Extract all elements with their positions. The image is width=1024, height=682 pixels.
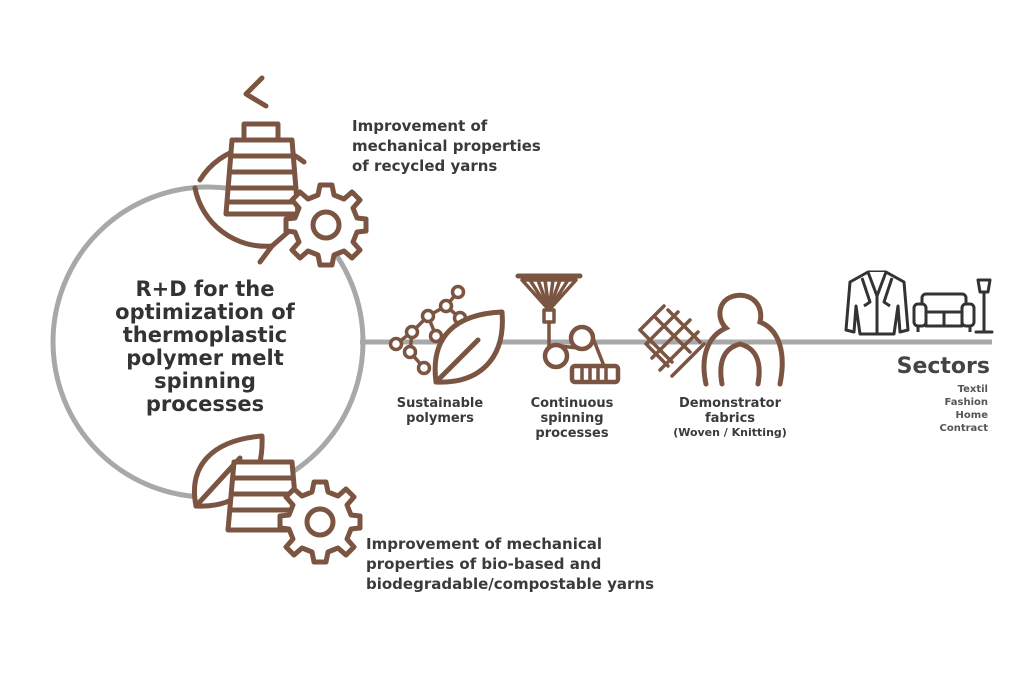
step-label-line: spinning [540,411,604,426]
center-title: R+D for the optimization of thermoplasti… [100,278,310,416]
recycled-yarns-note: Improvement of mechanical properties of … [352,116,541,176]
gear-icon [283,182,369,268]
yarn-cone-icon [223,121,301,217]
center-title-line: thermoplastic [122,323,288,347]
spinning-machine-icon [515,273,621,385]
step-label-line: Sustainable [396,396,484,411]
sectors-title: Sectors [896,354,990,379]
bio-gear-icon [277,479,363,565]
step-demonstrator-fabrics: Demonstrator fabrics (Woven / Knitting) [660,396,800,440]
sofa-icon [912,292,976,332]
sectors-list: Textil Fashion Home Contract [940,383,989,435]
step-label-line: Continuous [530,396,614,411]
note-line: mechanical properties [352,137,541,155]
sector-item: Textil [957,384,988,395]
step-label-line: fabrics [704,411,756,426]
center-title-line: processes [145,392,265,416]
molecule-leaf-icon [388,284,505,385]
step-label-line: Demonstrator [678,396,782,411]
step-sustainable-polymers: Sustainable polymers [388,396,492,426]
note-line: properties of bio-based and [366,555,602,573]
sector-item: Contract [939,423,989,434]
center-title-line: R+D for the [135,277,275,301]
center-title-line: polymer melt [126,346,284,370]
sector-item: Home [955,410,988,421]
center-title-line: optimization of [115,300,295,324]
bio-based-yarns-note: Improvement of mechanical properties of … [366,534,654,594]
step-continuous-spinning: Continuous spinning processes [516,396,628,441]
note-line: biodegradable/compostable yarns [366,575,655,593]
lamp-icon [974,278,994,334]
note-line: of recycled yarns [352,157,498,175]
jacket-icon [844,270,910,336]
fabric-icon [638,292,785,387]
note-line: Improvement of mechanical [366,535,603,553]
step-sublabel: (Woven / Knitting) [673,426,787,439]
center-title-line: spinning [154,369,256,393]
step-label-line: polymers [406,411,474,426]
step-label-line: processes [535,426,609,441]
note-line: Improvement of [352,117,488,135]
sector-item: Fashion [944,397,988,408]
